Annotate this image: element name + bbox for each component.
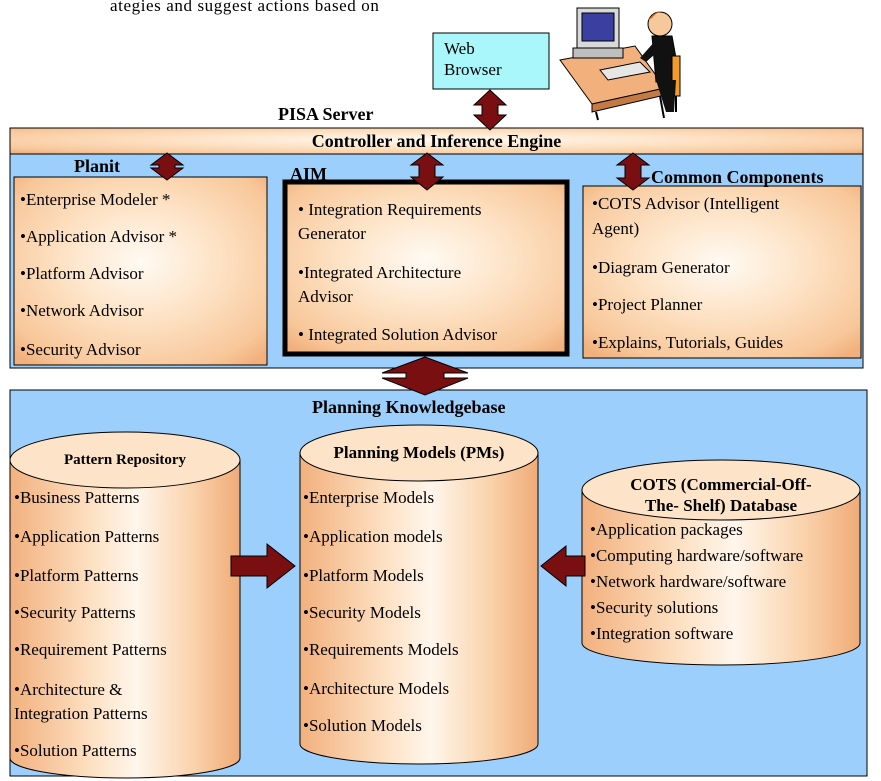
planit-item: •Enterprise Modeler * xyxy=(20,190,171,209)
aim-box xyxy=(282,179,570,357)
cots-db-title: COTS (Commercial-Off- The- Shelf) Databa… xyxy=(582,474,860,516)
aim-title: AIM xyxy=(290,164,327,184)
knowledgebase-title: Planning Knowledgebase xyxy=(312,397,506,417)
planning-model-item: •Platform Models xyxy=(303,566,424,585)
aim-item: • Integration Requirements xyxy=(298,200,482,219)
cots-db-title-line2: The- Shelf) Database xyxy=(644,496,798,515)
planit-item: •Application Advisor * xyxy=(20,227,178,246)
pattern-item: •Solution Patterns xyxy=(14,741,137,760)
arrow-aim-controller xyxy=(409,152,445,191)
cots-item: •Network hardware/software xyxy=(590,572,787,591)
common-item: •Project Planner xyxy=(592,295,703,314)
planning-model-item: •Requirements Models xyxy=(303,640,459,659)
common-item: •Diagram Generator xyxy=(592,258,730,277)
arrow-patterns-to-models xyxy=(230,542,296,590)
pattern-item: •Platform Patterns xyxy=(14,566,139,585)
arrow-aim-knowledgebase xyxy=(381,356,469,396)
pattern-item: •Security Patterns xyxy=(14,603,136,622)
common-components-box xyxy=(582,185,862,359)
web-browser-line2: Browser xyxy=(444,60,502,79)
pattern-item: •Architecture & xyxy=(14,680,123,699)
cots-item: •Security solutions xyxy=(590,598,719,617)
pattern-repository-title: Pattern Repository xyxy=(63,452,187,468)
web-browser-label: Web Browser xyxy=(444,38,502,80)
cots-item: •Application packages xyxy=(590,520,743,539)
pattern-item: Integration Patterns xyxy=(14,704,148,723)
pattern-item: •Requirement Patterns xyxy=(14,640,167,659)
cots-db-title-line1: COTS (Commercial-Off- xyxy=(630,475,812,494)
arrow-planit-controller xyxy=(149,152,185,181)
common-item: •COTS Advisor (Intelligent xyxy=(592,194,780,213)
aim-item: •Integrated Architecture xyxy=(298,263,462,282)
pattern-repository-cylinder xyxy=(9,431,241,779)
cots-item: •Integration software xyxy=(590,624,734,643)
cots-database-cylinder xyxy=(581,459,861,666)
planning-model-item: •Enterprise Models xyxy=(303,488,435,507)
pisa-server-label: PISA Server xyxy=(278,104,374,124)
planning-model-item: •Security Models xyxy=(303,603,421,622)
planit-item: •Network Advisor xyxy=(20,301,144,320)
intro-text-fragment: ategies and suggest actions based on xyxy=(110,0,380,15)
user-at-computer-icon xyxy=(559,7,681,121)
planning-model-item: •Solution Models xyxy=(303,716,422,735)
web-browser-line1: Web xyxy=(444,39,475,58)
planit-item: •Platform Advisor xyxy=(20,264,144,283)
controller-label: Controller and Inference Engine xyxy=(311,131,562,151)
common-components-title: Common Components xyxy=(651,167,824,187)
arrow-cots-to-models xyxy=(540,544,586,588)
planit-box xyxy=(13,176,268,366)
cots-item: •Computing hardware/software xyxy=(590,546,804,565)
aim-item: Advisor xyxy=(298,287,353,306)
controller-bar xyxy=(9,127,864,155)
common-item: •Explains, Tutorials, Guides xyxy=(592,333,784,352)
aim-item: Generator xyxy=(298,224,366,243)
planning-model-item: •Architecture Models xyxy=(303,679,450,698)
planning-models-cylinder xyxy=(299,424,539,765)
pattern-item: •Business Patterns xyxy=(14,488,140,507)
pattern-item: •Application Patterns xyxy=(14,527,160,546)
planning-models-title: Planning Models (PMs) xyxy=(333,443,505,462)
aim-item: • Integrated Solution Advisor xyxy=(298,325,498,344)
planit-item: •Security Advisor xyxy=(20,340,141,359)
planning-model-item: •Application models xyxy=(303,527,443,546)
planit-title: Planit xyxy=(74,156,121,176)
web-browser-box xyxy=(432,32,550,90)
arrow-common-controller xyxy=(615,152,651,191)
arrow-browser-server xyxy=(472,89,508,131)
common-item: Agent) xyxy=(592,219,640,238)
